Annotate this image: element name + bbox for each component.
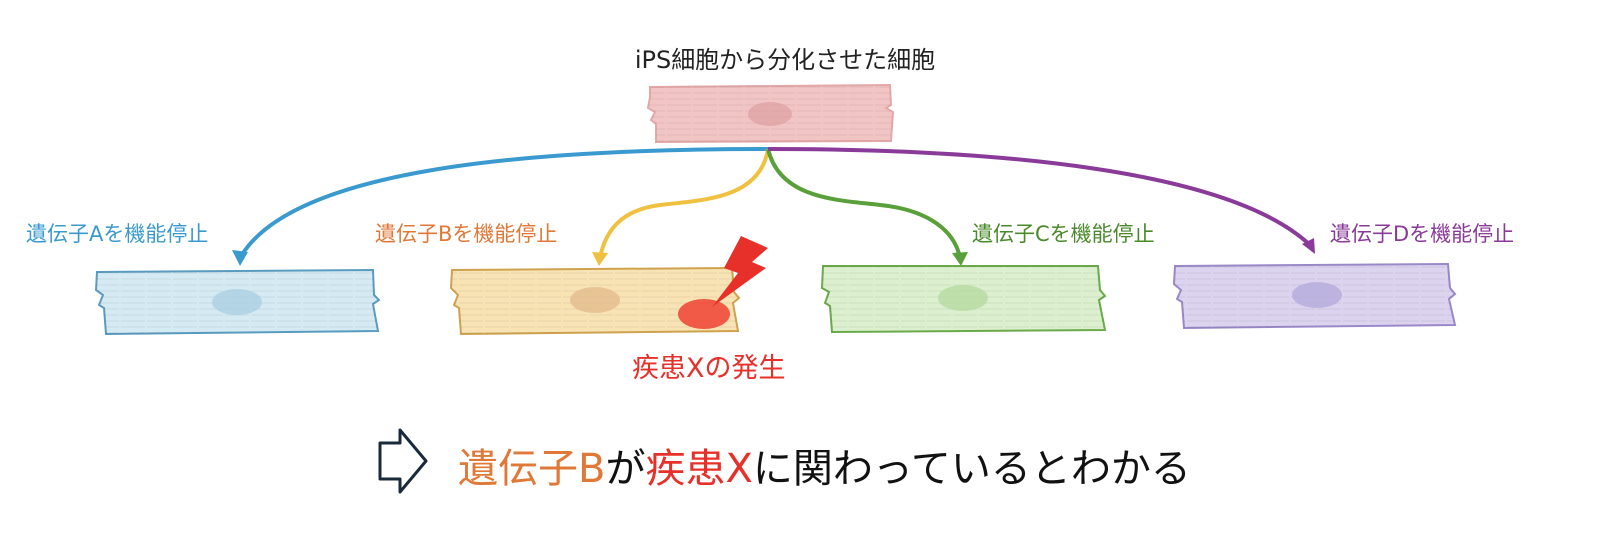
cell-a	[94, 268, 381, 336]
label-gene-d: 遺伝子Dを機能停止	[1330, 222, 1515, 246]
cell-c-nucleus	[938, 285, 988, 311]
cell-a-nucleus	[212, 289, 262, 315]
branch-arrows	[232, 147, 1315, 266]
arrow-to-gene-b	[598, 148, 770, 259]
arrow-head-c	[952, 252, 968, 266]
conclusion-particle-ga: が	[605, 446, 646, 492]
arrow-to-gene-c	[766, 148, 962, 259]
conclusion-gene: 遺伝子B	[458, 446, 606, 492]
source-cell-nucleus	[748, 102, 792, 126]
conclusion-rest: に関わっているとわかる	[752, 446, 1191, 492]
arrow-head-a	[232, 250, 248, 266]
arrow-to-gene-d	[767, 147, 1312, 247]
conclusion: 遺伝子Bが疾患Xに関わっているとわかる	[458, 436, 1191, 494]
cell-d	[1172, 262, 1457, 330]
disease-label: 疾患Xの発生	[632, 353, 786, 384]
right-arrow-icon	[378, 428, 428, 494]
lightning-icon	[712, 236, 768, 307]
disease-spot	[678, 299, 730, 329]
cell-c	[820, 265, 1107, 334]
diagram-title: iPS細胞から分化させた細胞	[634, 46, 936, 74]
cell-d-nucleus	[1292, 282, 1342, 308]
arrow-to-gene-a	[238, 147, 769, 259]
label-gene-a: 遺伝子Aを機能停止	[26, 222, 209, 246]
label-gene-c: 遺伝子Cを機能停止	[972, 222, 1155, 246]
label-gene-b: 遺伝子Bを機能停止	[375, 222, 558, 246]
arrow-head-d	[1302, 238, 1315, 254]
source-cell	[646, 83, 895, 144]
cell-b-nucleus	[570, 287, 620, 313]
arrow-head-b	[592, 252, 608, 266]
cell-b	[449, 266, 741, 336]
conclusion-disease: 疾患X	[645, 446, 753, 492]
